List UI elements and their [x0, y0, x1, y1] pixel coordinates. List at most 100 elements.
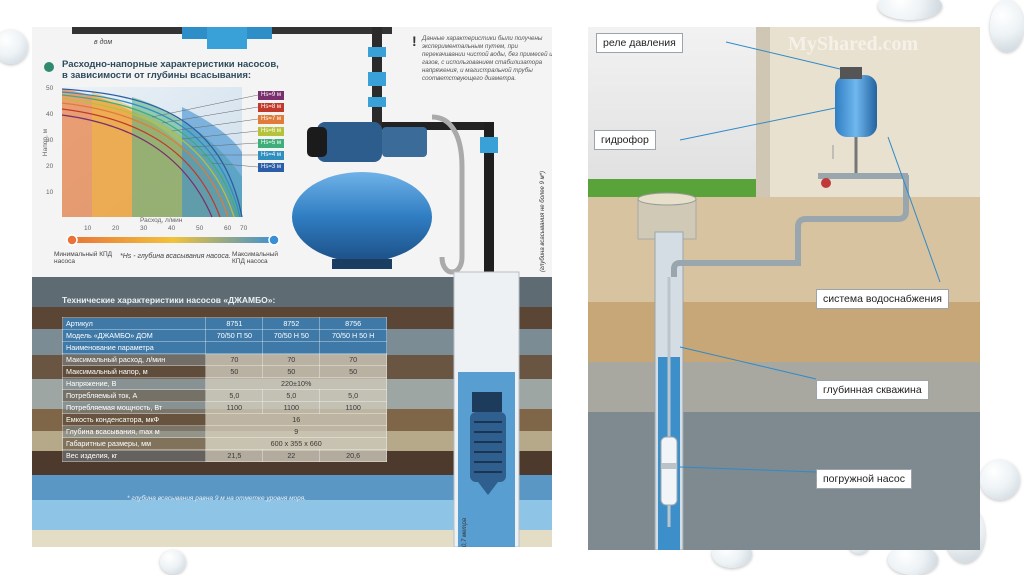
value-cell: 9 [206, 426, 387, 438]
pressure-relay [840, 67, 862, 79]
param-name-cell: Габаритные размеры, мм [63, 438, 206, 450]
y-tick: 50 [46, 85, 53, 92]
aquifer-layer [588, 412, 980, 550]
depth-legend-item: Hs=8 м [258, 103, 284, 112]
depth-legend-item: Hs=3 м [258, 163, 284, 172]
water-system-label: система водоснабжения [816, 289, 949, 309]
chart-title: Расходно-напорные характеристики насосов… [62, 59, 282, 81]
table-row: Максимальный напор, м505050 [63, 366, 387, 378]
pressure-relay-label: реле давления [596, 33, 683, 53]
param-name-cell: Вес изделия, кг [63, 450, 206, 462]
water-drop-decoration [160, 550, 186, 574]
value-cell: 70/50 Н 50 Н [320, 330, 387, 342]
suction-strainer [470, 392, 506, 495]
value-cell: 70 [263, 354, 320, 366]
depth-legend-item: Hs=9 м [258, 91, 284, 100]
value-cell: 70 [320, 354, 387, 366]
value-cell: 70/50 Н 50 [263, 330, 320, 342]
param-name-cell: Потребляемая мощность, Вт [63, 402, 206, 414]
x-tick: 30 [140, 225, 147, 232]
efficiency-gradient-bar [68, 237, 278, 243]
x-axis-label: Расход, л/мин [140, 217, 182, 224]
value-cell: 1100 [320, 402, 387, 414]
submersible-pump [661, 437, 677, 505]
water-drop-decoration [980, 460, 1020, 500]
max-efficiency-label: Максимальный КПД насоса [232, 251, 292, 265]
y-tick: 30 [46, 137, 53, 144]
hydrophore-label: гидрофор [594, 130, 656, 150]
pump-infographic-panel: в дом ! Данные характеристики были получ… [32, 27, 552, 547]
param-name-cell: Максимальный расход, л/мин [63, 354, 206, 366]
table-row: Наименование параметра [63, 342, 387, 354]
value-cell: 8752 [263, 318, 320, 330]
value-cell [263, 342, 320, 354]
value-cell: 50 [320, 366, 387, 378]
depth-legend-item: Hs=6 м [258, 127, 284, 136]
clay-layer [588, 302, 980, 362]
value-cell: 8751 [206, 318, 263, 330]
param-name-cell: Глубина всасывания, max м [63, 426, 206, 438]
x-tick: 20 [112, 225, 119, 232]
y-tick: 20 [46, 163, 53, 170]
watermark: MyShared.com [788, 33, 918, 56]
value-cell: 1100 [206, 402, 263, 414]
y-tick: 40 [46, 111, 53, 118]
x-tick: 60 [224, 225, 231, 232]
pump-infographic-graphics [32, 27, 552, 547]
deep-well-label: глубинная скважина [816, 380, 929, 400]
value-cell: 21,5 [206, 450, 263, 462]
well-diagram-panel: MyShared.com реле давления гидрофор сист… [588, 27, 980, 550]
param-name-cell: Потребляемый ток, А [63, 390, 206, 402]
hydrophore-tank [835, 75, 877, 137]
table-row: Емкость конденсатора, мкФ16 [63, 414, 387, 426]
value-cell: 5,0 [206, 390, 263, 402]
in-home-label: в дом [94, 39, 112, 46]
value-cell: 70 [206, 354, 263, 366]
value-cell [320, 342, 387, 354]
pump-curves-plot [62, 87, 258, 217]
suction-depth-note: *Hs - глубина всасывания насоса. [120, 253, 231, 260]
warning-icon: ! [412, 33, 417, 49]
bullet-icon [44, 62, 54, 72]
depth-legend-item: Hs=5 м [258, 139, 284, 148]
value-cell: 20,6 [320, 450, 387, 462]
x-tick: 70 [240, 225, 247, 232]
depth-marker-label: 0,7 метра [462, 518, 468, 547]
table-title: Технические характеристики насосов «ДЖАМ… [62, 295, 275, 305]
value-cell: 8756 [320, 318, 387, 330]
value-cell: 50 [263, 366, 320, 378]
x-tick: 50 [196, 225, 203, 232]
value-cell: 5,0 [263, 390, 320, 402]
value-cell [206, 342, 263, 354]
water-drop-decoration [990, 0, 1024, 52]
surface-pump-with-tank [292, 122, 432, 269]
value-cell: 22 [263, 450, 320, 462]
value-cell: 600 x 355 x 660 [206, 438, 387, 450]
param-name-cell: Максимальный напор, м [63, 366, 206, 378]
min-efficiency-label: Минимальный КПД насоса [54, 251, 114, 265]
table-footnote: * глубина всасывания равна 9 м на отметк… [127, 495, 306, 502]
value-cell: 70/50 П 50 [206, 330, 263, 342]
value-cell: 50 [206, 366, 263, 378]
x-tick: 10 [84, 225, 91, 232]
suction-depth-vertical-note: (глубина всасывания не более 9 м*) [540, 171, 546, 272]
water-drop-decoration [878, 0, 942, 20]
water-drop-decoration [0, 30, 28, 64]
param-name-cell: Наименование параметра [63, 342, 206, 354]
param-name-cell: Напряжение, В [63, 378, 206, 390]
submersible-pump-label: погружной насос [816, 469, 912, 489]
value-cell: 1100 [263, 402, 320, 414]
value-cell: 220±10% [206, 378, 387, 390]
depth-legend-item: Hs=7 м [258, 115, 284, 124]
param-name-cell: Артикул [63, 318, 206, 330]
test-conditions-note: Данные характеристики были получены эксп… [422, 35, 552, 83]
x-tick: 40 [168, 225, 175, 232]
